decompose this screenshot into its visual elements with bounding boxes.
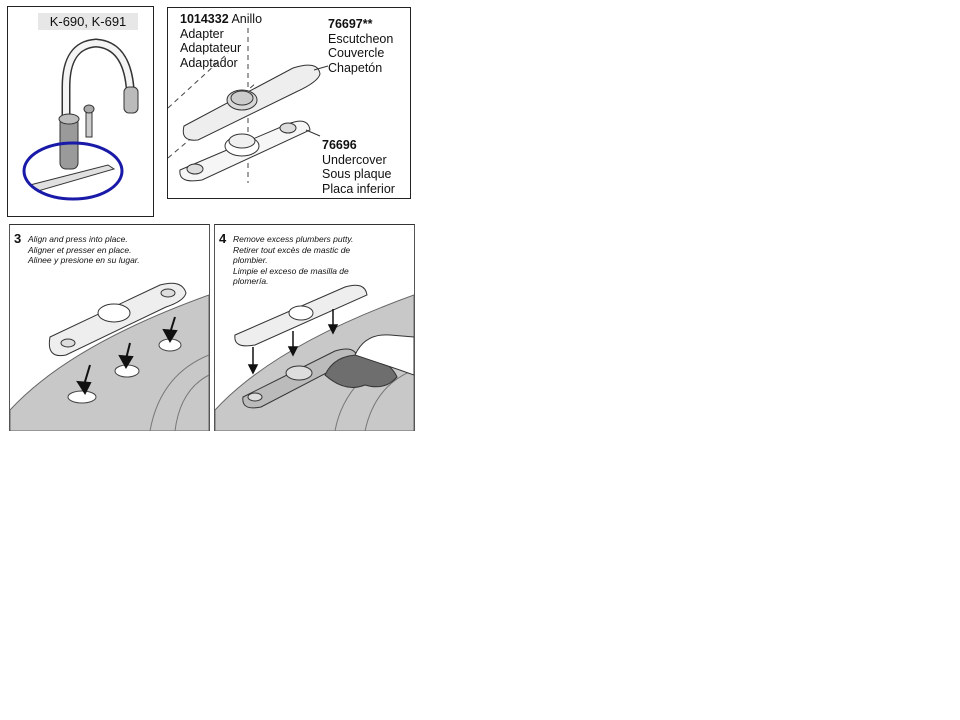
- parts-drawing: [168, 28, 329, 183]
- escutcheon-label: 76697** Escutcheon Couvercle Chapetón: [328, 17, 394, 75]
- highlight-ellipse: [22, 141, 124, 201]
- escutcheon-part-number: 76697**: [328, 17, 373, 31]
- model-label: K-690, K-691: [38, 13, 138, 30]
- step-4-number: 4: [219, 231, 227, 246]
- faucet-illustration-panel: K-690, K-691: [7, 6, 154, 217]
- step-4-drawing: [215, 284, 414, 431]
- step-4: 4 Remove excess plumbers putty. Retirer …: [214, 224, 415, 431]
- step-3: 3 Align and press into place. Aligner et…: [9, 224, 210, 431]
- steps-panel: 3 Align and press into place. Aligner et…: [9, 224, 415, 431]
- faucet-drawing: [22, 38, 139, 201]
- step-3-instructions: Align and press into place. Aligner et p…: [28, 234, 140, 265]
- parts-panel: 1014332 Anillo Adapter Adaptateur Adapta…: [167, 7, 411, 199]
- step-3-number: 3: [14, 231, 22, 246]
- adapter-part-number: 1014332: [180, 12, 229, 26]
- adapter-label: 1014332 Anillo Adapter Adaptateur Adapta…: [180, 12, 263, 70]
- undercover-label: 76696 Undercover Sous plaque Placa infer…: [322, 138, 395, 196]
- step-3-drawing: [10, 282, 209, 431]
- step-4-instructions: Remove excess plumbers putty. Retirer to…: [233, 234, 354, 286]
- undercover-part-number: 76696: [322, 138, 357, 152]
